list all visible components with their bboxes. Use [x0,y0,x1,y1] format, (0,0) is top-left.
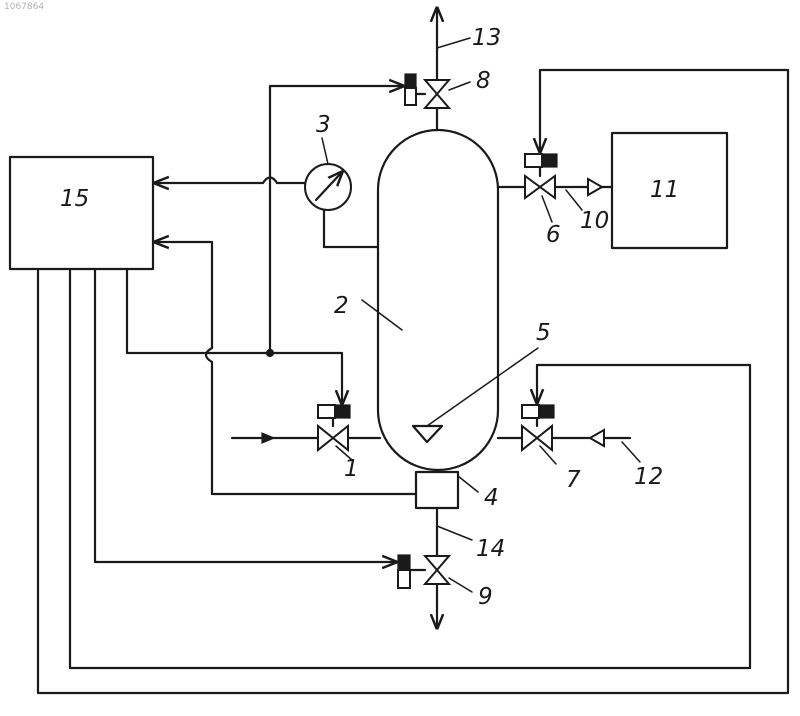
actuator-1-coil [335,405,350,418]
actuator-8-coil [405,74,416,88]
leader-14 [437,526,472,540]
label-9: 9 [478,584,493,610]
actuator-9-body [398,570,410,588]
label-2: 2 [334,293,349,319]
valve-1 [318,426,348,450]
command-valve-6 [38,70,788,693]
gauge-connection [324,210,378,247]
leader-9 [449,578,472,592]
float-element [413,426,442,442]
command-valve-1 [127,269,342,404]
actuator-6-coil [542,154,557,167]
actuator-6-body [525,154,542,167]
leader-12 [622,442,640,462]
valve-8 [425,80,449,108]
check-valve-12 [590,430,604,446]
label-7: 7 [566,467,581,493]
check-valve-10 [588,179,602,195]
label-12: 12 [634,464,663,490]
archive-stamp: 1067864 [4,2,44,12]
label-5: 5 [536,320,551,346]
inlet-flow-arrow [262,433,274,443]
actuator-1-body [318,405,335,418]
label-8: 8 [476,68,491,94]
leader-8 [449,82,470,90]
junction-dot [267,350,274,357]
valve-7 [522,426,552,450]
actuator-7-coil [539,405,554,418]
label-13: 13 [472,25,501,51]
label-11: 11 [650,177,679,203]
label-10: 10 [580,208,609,234]
vessel-leader [362,300,402,330]
actuator-9-coil [398,555,410,570]
leader-3 [322,138,328,164]
actuator-7-body [522,405,539,418]
unit-block [416,472,458,508]
command-valve-9 [95,269,396,562]
unit-leader [458,476,478,492]
leader-7 [540,446,556,464]
label-4: 4 [484,485,499,511]
leader-13 [437,38,470,48]
actuator-8-body [405,88,416,105]
controller-box [10,157,153,269]
label-1: 1 [344,456,359,482]
label-15: 15 [60,186,89,212]
leader-6 [542,196,552,222]
label-3: 3 [316,112,331,138]
label-6: 6 [546,222,561,248]
valve-6 [525,176,555,198]
valve-9 [425,556,449,584]
signal-unit4-to-controller [155,242,416,494]
signal-gauge-to-controller [155,178,305,184]
label-14: 14 [476,536,505,562]
leader-10 [566,190,582,210]
